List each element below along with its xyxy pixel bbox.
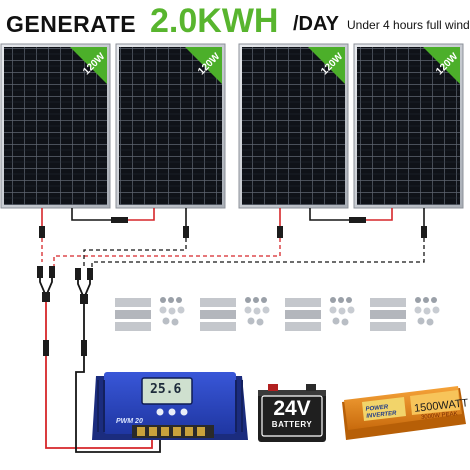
solar-panel-3 bbox=[238, 43, 349, 209]
dashed-routing bbox=[41, 238, 425, 270]
mounting-kit-3 bbox=[285, 297, 355, 331]
battery-text: BATTERY bbox=[271, 420, 313, 429]
y-branch-connectors bbox=[37, 266, 93, 356]
controller-model-label: PWM 20 bbox=[116, 418, 143, 425]
battery-voltage: 24V bbox=[273, 397, 311, 420]
battery-label: 24V BATTERY bbox=[262, 397, 322, 430]
power-inverter bbox=[342, 386, 466, 440]
panel-output-leads bbox=[39, 208, 427, 238]
battery bbox=[258, 384, 326, 442]
headline-subtitle: Under 4 hours full wind bbox=[347, 18, 470, 32]
headline-prefix: GENERATE bbox=[6, 11, 137, 37]
mounting-kit-2 bbox=[200, 297, 270, 331]
solar-panel-4 bbox=[353, 43, 464, 209]
controller-display-reading: 25.6 bbox=[150, 382, 182, 397]
headline: GENERATE 2.0KWH /DAY Under 4 hours full … bbox=[6, 2, 470, 44]
headline-amount: 2.0KWH bbox=[150, 2, 279, 40]
solar-panel-2 bbox=[115, 43, 226, 209]
solar-panel-1 bbox=[0, 43, 111, 209]
charge-controller bbox=[92, 372, 248, 440]
series-wiring bbox=[71, 208, 393, 223]
mounting-kit-4 bbox=[370, 297, 440, 331]
mounting-kit-1 bbox=[115, 297, 185, 331]
headline-suffix: /DAY bbox=[293, 13, 339, 35]
controller-input-wires bbox=[45, 356, 161, 453]
